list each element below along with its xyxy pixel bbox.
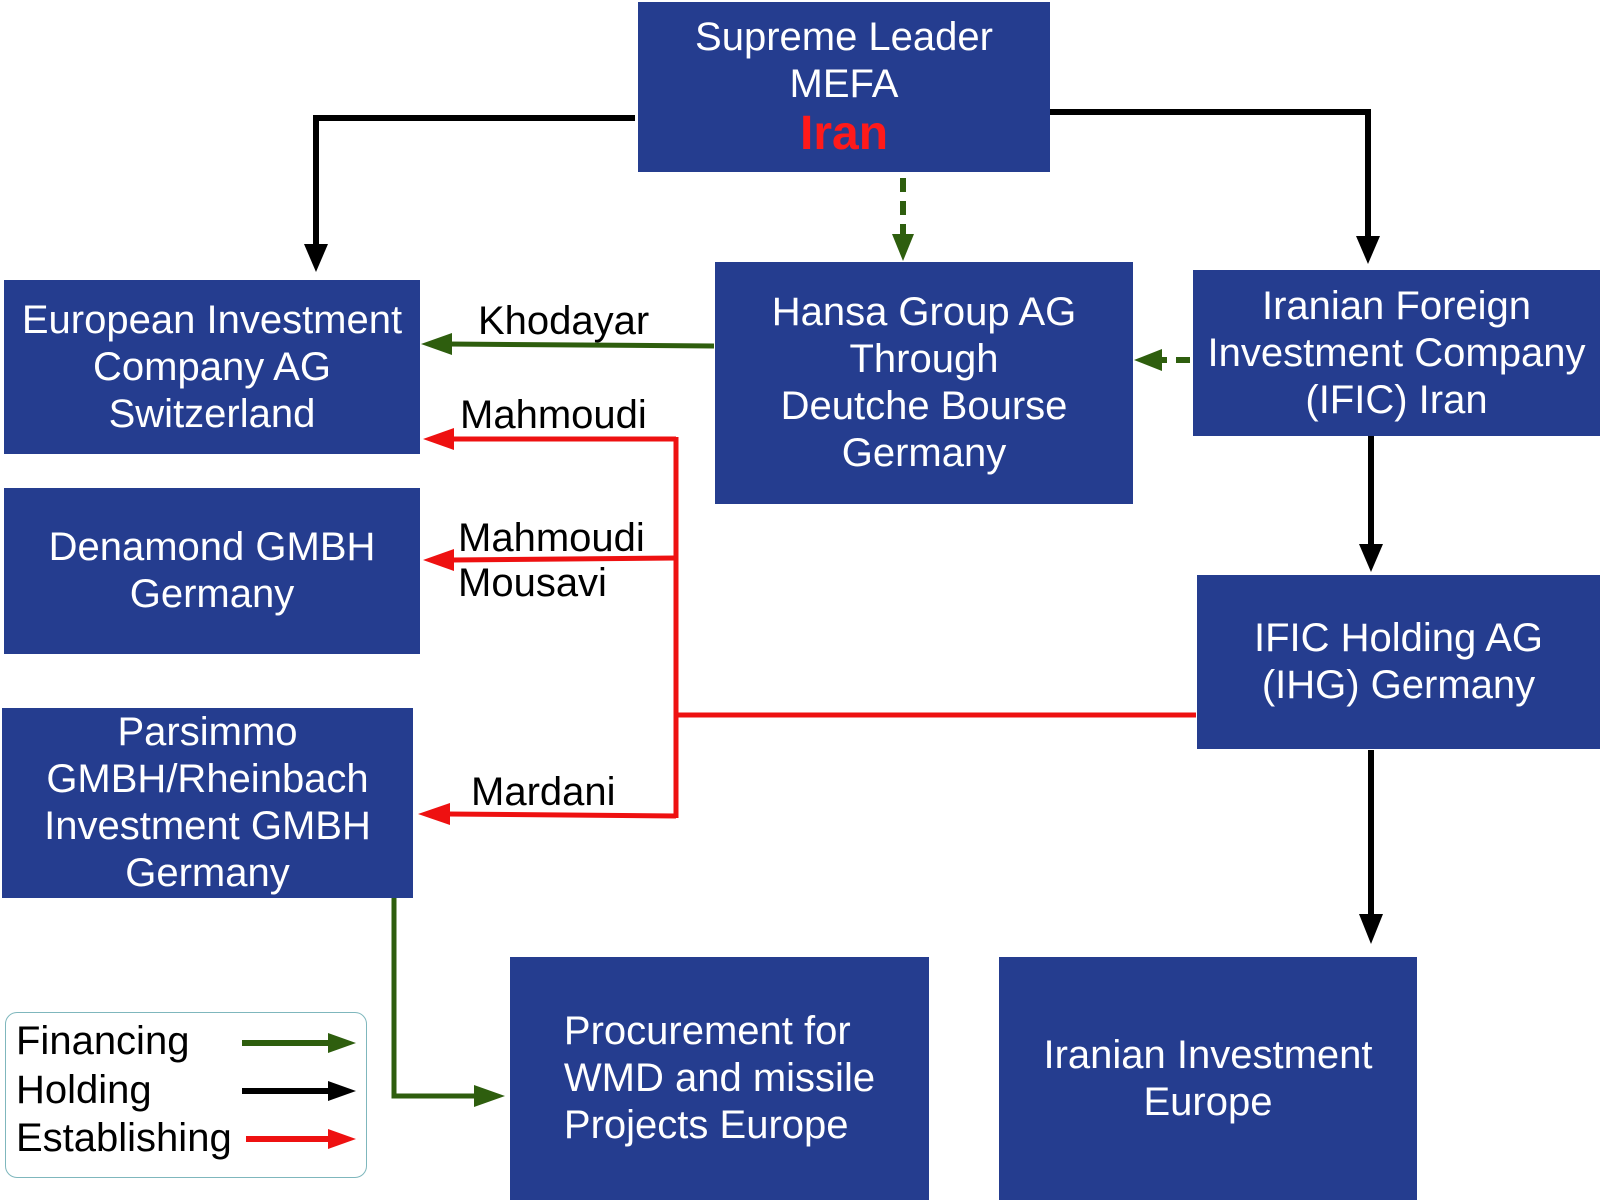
hansa-line-3: Deutche Bourse [780, 384, 1068, 428]
establishing-arrowhead-eic [423, 428, 454, 450]
supreme-leader-country: Iran [799, 107, 889, 160]
parsimmo-line-3: Investment GMBH [44, 804, 371, 848]
denamond-box: Denamond GMBH Germany [4, 488, 420, 654]
establishing-arrowhead-denamond [423, 549, 454, 571]
holding-arrow-leader-to-eic [313, 115, 635, 248]
iie-line-1: Iranian Investment [1043, 1032, 1373, 1077]
parsimmo-line-2: GMBH/Rheinbach [46, 757, 369, 801]
legend-establishing-label: Establishing [16, 1116, 232, 1160]
edge-label-mahmoudi-2: Mahmoudi [458, 516, 645, 560]
procurement-line-1: Procurement for [563, 1009, 851, 1053]
denamond-line-1: Denamond GMBH [48, 525, 376, 569]
iie-line-2: Europe [1143, 1079, 1273, 1124]
financing-arrow-hansa-to-eic [447, 341, 715, 349]
hansa-group-box: Hansa Group AG Through Deutche Bourse Ge… [715, 262, 1133, 504]
edge-label-mahmoudi-1: Mahmoudi [460, 393, 647, 437]
ific-line-1: Iranian Foreign [1261, 283, 1532, 328]
financing-arrowhead-eic [421, 333, 452, 355]
parsimmo-box: Parsimmo GMBH/Rheinbach Investment GMBH … [2, 708, 413, 898]
ihg-line-1: IFIC Holding AG [1253, 616, 1543, 660]
ihg-box: IFIC Holding AG (IHG) Germany [1197, 575, 1600, 749]
holding-arrowhead-iie [1359, 914, 1383, 944]
edge-label-mardani: Mardani [471, 770, 616, 814]
legend-holding-arrowhead [328, 1081, 356, 1101]
iranian-investment-europe-box: Iranian Investment Europe [999, 957, 1417, 1200]
procurement-line-3: Projects Europe [563, 1103, 849, 1147]
edge-label-khodayar: Khodayar [478, 299, 650, 343]
legend-holding-label: Holding [16, 1068, 152, 1112]
establishing-arrow-to-denamond [451, 555, 677, 563]
holding-arrowhead-ihg [1359, 544, 1383, 572]
ific-line-3: (IFIC) Iran [1305, 377, 1488, 422]
legend-establishing-arrowhead [328, 1129, 356, 1149]
supreme-leader-box: Supreme Leader MEFA Iran [638, 2, 1050, 172]
financing-arrowhead-hansa-side [1134, 349, 1162, 371]
procurement-text: Procurement for WMD and missile Projects… [564, 1008, 875, 1149]
ific-line-2: Investment Company [1207, 330, 1586, 375]
establishing-arrow-to-parsimmo [447, 811, 677, 819]
legend-financing-arrowhead [328, 1033, 356, 1053]
eic-line-1: European Investment [21, 297, 403, 342]
procurement-box: Procurement for WMD and missile Projects… [510, 957, 929, 1200]
establishing-arrowhead-parsimmo [418, 803, 450, 825]
parsimmo-line-4: Germany [125, 851, 290, 895]
parsimmo-line-1: Parsimmo [117, 710, 298, 754]
financing-arrowhead-procurement [474, 1085, 505, 1107]
european-investment-company-box: European Investment Company AG Switzerla… [4, 280, 420, 454]
holding-arrowhead-eic [304, 244, 328, 272]
ific-box: Iranian Foreign Investment Company (IFIC… [1193, 270, 1600, 436]
ihg-line-2: (IHG) Germany [1261, 663, 1536, 707]
supreme-leader-line-2: MEFA [789, 62, 899, 106]
edge-label-mousavi: Mousavi [458, 561, 607, 605]
hansa-line-2: Through [849, 337, 999, 381]
procurement-line-2: WMD and missile [563, 1056, 876, 1100]
holding-arrowhead-ific [1356, 236, 1380, 264]
financing-arrowhead-hansa [892, 234, 914, 261]
hansa-line-1: Hansa Group AG [771, 290, 1077, 334]
eic-line-2: Company AG [93, 344, 331, 389]
financing-arrow-parsimmo-to-procurement [391, 896, 478, 1099]
supreme-leader-line-1: Supreme Leader [695, 15, 993, 59]
holding-arrow-leader-to-ific [1050, 109, 1371, 240]
legend: Financing Holding Establishing [5, 1012, 367, 1178]
hansa-line-4: Germany [841, 431, 1007, 475]
denamond-line-2: Germany [129, 572, 295, 616]
legend-financing-label: Financing [16, 1019, 190, 1063]
legend-swatches [242, 1033, 356, 1149]
eic-line-3: Switzerland [108, 391, 316, 436]
